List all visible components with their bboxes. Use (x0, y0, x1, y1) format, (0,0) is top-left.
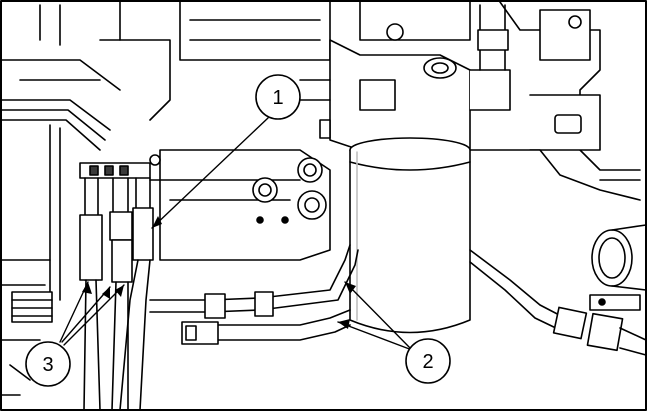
engine-block (1, 1, 641, 201)
sensor-lead-2 (109, 177, 133, 411)
lower-left-detail (1, 339, 41, 396)
callout-3-label: 3 (42, 354, 53, 376)
callout-2: 2 (405, 338, 451, 384)
sensor-lead-3 (119, 177, 154, 411)
sensor-bracket (79, 154, 161, 179)
callout-1: 1 (255, 74, 301, 120)
hydraulic-lines-left (1, 99, 111, 323)
filter-head (299, 4, 511, 151)
sensor-lead-1 (79, 177, 103, 411)
mounting-bracket (149, 149, 331, 261)
callout-3: 3 (25, 341, 71, 387)
callout-1-label: 1 (272, 87, 283, 109)
filter-tube-right (469, 249, 647, 356)
filter-tube-upper (149, 244, 359, 319)
leader-arrowheads (82, 216, 356, 329)
filter-canister (349, 137, 471, 334)
callout-2-label: 2 (422, 351, 433, 373)
leader-lines (59, 117, 413, 351)
filter-tube-lower (181, 309, 351, 345)
right-fitting (589, 224, 647, 311)
